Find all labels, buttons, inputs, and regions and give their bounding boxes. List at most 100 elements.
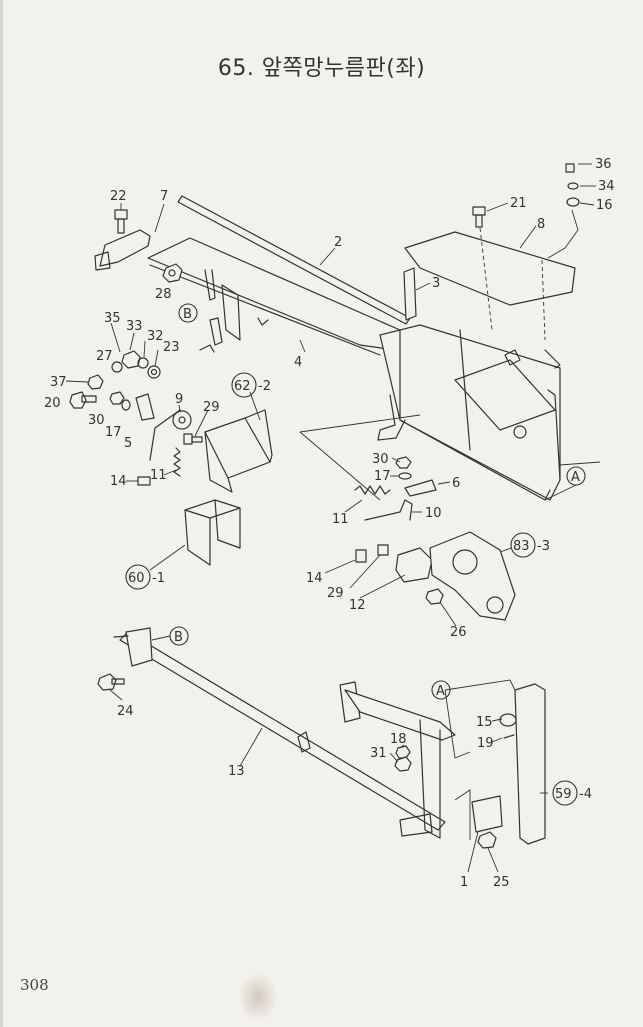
callout-30-left: 30 (88, 413, 105, 428)
callout-22: 22 (110, 189, 127, 204)
ref-circle-a-right: A (566, 466, 586, 486)
ref-83-suffix: -3 (537, 539, 550, 554)
part-59-4-plate (514, 683, 546, 845)
ref-83-3: 83 -3 (510, 532, 550, 558)
callout-23: 23 (163, 340, 180, 355)
spacer-part-27 (111, 361, 123, 373)
leader-83-3 (499, 547, 512, 553)
ref-circle-b-top: B (178, 303, 198, 323)
ref-label-b-top: B (183, 307, 192, 322)
pin-part-14-center (355, 549, 367, 563)
plate-part-9 (172, 410, 192, 430)
page-title: 65. 앞쪽망누름판(좌) (217, 56, 426, 81)
callout-19: 19 (477, 736, 494, 751)
bolt-part-31 (394, 756, 412, 772)
callout-leaders (65, 163, 596, 873)
bolt-part-18 (395, 745, 411, 759)
callout-35: 35 (104, 311, 121, 326)
washer-part-17-left (121, 399, 131, 411)
ref-60-number: 60 (128, 571, 145, 586)
callout-12: 12 (349, 598, 366, 613)
page-number: 308 (20, 976, 49, 994)
bolt-part-24 (97, 673, 125, 691)
bolt-part-26 (425, 588, 444, 605)
callout-11-center: 11 (332, 512, 349, 527)
callout-8: 8 (537, 217, 545, 232)
callout-18: 18 (390, 732, 407, 747)
ref-label-b-bottom: B (174, 630, 183, 645)
callout-6: 6 (452, 476, 460, 491)
rod-part-10 (364, 499, 413, 521)
lever-part-5 (135, 393, 155, 421)
callout-1: 1 (460, 875, 468, 890)
bolt-part-29-center (377, 544, 389, 556)
rod-part-2 (177, 195, 411, 325)
ref-60-suffix: -1 (152, 571, 165, 586)
callout-33: 33 (126, 319, 143, 334)
callout-36: 36 (595, 157, 612, 172)
washer-part-17-center (398, 472, 412, 480)
bolt-part-25 (477, 831, 497, 849)
callout-7: 7 (160, 189, 168, 204)
callout-29-center: 29 (327, 586, 344, 601)
callout-17-center: 17 (374, 469, 391, 484)
bolt-part-33 (121, 350, 141, 369)
leader-frame-center (299, 414, 421, 433)
leader-a-right (544, 461, 601, 501)
bracket-part-1 (471, 795, 503, 833)
leader-a-bracket (444, 679, 516, 691)
callout-37: 37 (50, 375, 67, 390)
bolt-part-29-left (183, 433, 203, 445)
ref-label-a-right: A (571, 470, 580, 485)
shaft-part-13 (119, 631, 446, 831)
spring-part-left (173, 447, 181, 477)
callout-28: 28 (155, 287, 172, 302)
washer-part-23 (147, 365, 161, 379)
pin-part-14-left (137, 476, 151, 486)
dash-line-8 (541, 259, 546, 341)
bolt-part-21 (472, 206, 486, 228)
ref-circle-b-bottom: B (169, 626, 189, 646)
side-panel-assembly (377, 324, 561, 501)
callout-17-left: 17 (105, 425, 122, 440)
bracket-part-6 (404, 479, 437, 497)
ref-59-suffix: -4 (579, 787, 592, 802)
nut-part-32 (137, 357, 149, 369)
callout-34: 34 (598, 179, 615, 194)
callout-27: 27 (96, 349, 113, 364)
callout-9: 9 (175, 392, 183, 407)
ref-83-number: 83 (513, 539, 530, 554)
callout-15: 15 (476, 715, 493, 730)
ref-62-suffix: -2 (258, 379, 271, 394)
callout-5: 5 (124, 436, 132, 451)
nut-part-37 (87, 374, 104, 390)
leader-bottom-right (454, 789, 471, 840)
leader-60-1 (149, 544, 186, 571)
callout-30-center: 30 (372, 452, 389, 467)
ref-62-number: 62 (234, 379, 251, 394)
bolt-part-20 (69, 391, 97, 409)
callout-25: 25 (493, 875, 510, 890)
callout-26: 26 (450, 625, 467, 640)
callout-20: 20 (44, 396, 61, 411)
frame-part-4 (147, 237, 401, 356)
lever-bracket-bottom (339, 681, 456, 839)
frame-60-1 (184, 499, 241, 566)
housing-part-83-3 (429, 531, 516, 621)
spring-part-11 (354, 485, 391, 495)
callout-11-left: 11 (150, 468, 167, 483)
ref-circle-a-bottom: A (431, 680, 451, 700)
ref-59-4: 59 -4 (552, 780, 592, 806)
ref-60-1: 60 -1 (125, 564, 165, 590)
callout-13: 13 (228, 764, 245, 779)
callout-29-left: 29 (203, 400, 220, 415)
ref-59-number: 59 (555, 787, 572, 802)
ref-62-2: 62 -2 (231, 372, 271, 398)
leader-b-bottom (151, 635, 171, 641)
nut-part-30-left (109, 391, 125, 405)
frame-62-2 (204, 409, 273, 493)
callout-31: 31 (370, 746, 387, 761)
leader-frame-center-2 (299, 431, 381, 501)
